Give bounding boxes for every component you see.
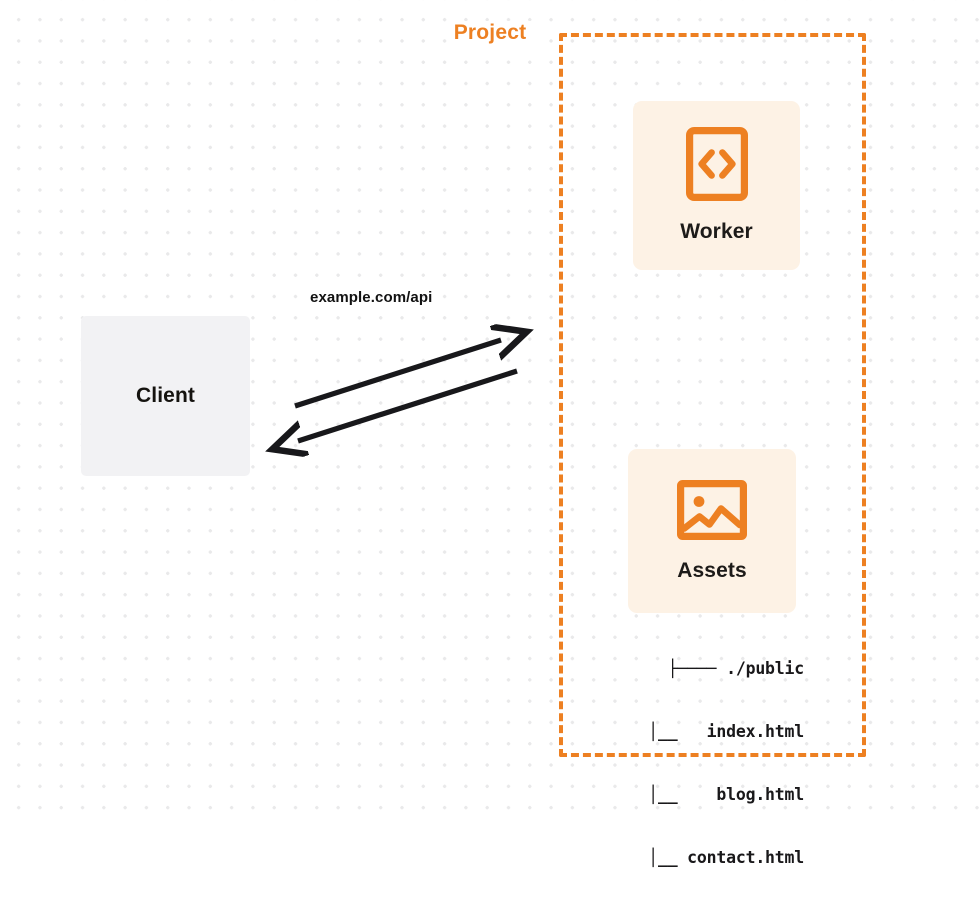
worker-node[interactable]: Worker — [633, 101, 800, 270]
asset-file-tree: ├──── ./public │__ index.html │__ blog.h… — [604, 616, 804, 910]
file-tree-row: │__ contact.html — [628, 848, 804, 867]
client-node[interactable]: Client — [81, 316, 250, 476]
assets-label: Assets — [677, 558, 747, 582]
code-brackets-icon — [685, 126, 748, 206]
file-tree-row: │__ index.html — [628, 722, 804, 741]
file-tree-row: │__ blog.html — [628, 785, 804, 804]
response-arrow — [298, 368, 518, 441]
image-icon — [676, 479, 747, 545]
connection-label: example.com/api — [310, 289, 433, 306]
project-title: Project — [446, 21, 534, 45]
diagram-canvas: Client example.com/api Project Worker — [81, 21, 866, 867]
worker-label: Worker — [680, 220, 753, 243]
client-label: Client — [136, 384, 195, 407]
project-container — [559, 33, 866, 757]
assets-node[interactable]: Assets — [628, 449, 796, 613]
file-tree-row: ├──── ./public — [667, 659, 804, 678]
request-arrow — [294, 340, 501, 409]
